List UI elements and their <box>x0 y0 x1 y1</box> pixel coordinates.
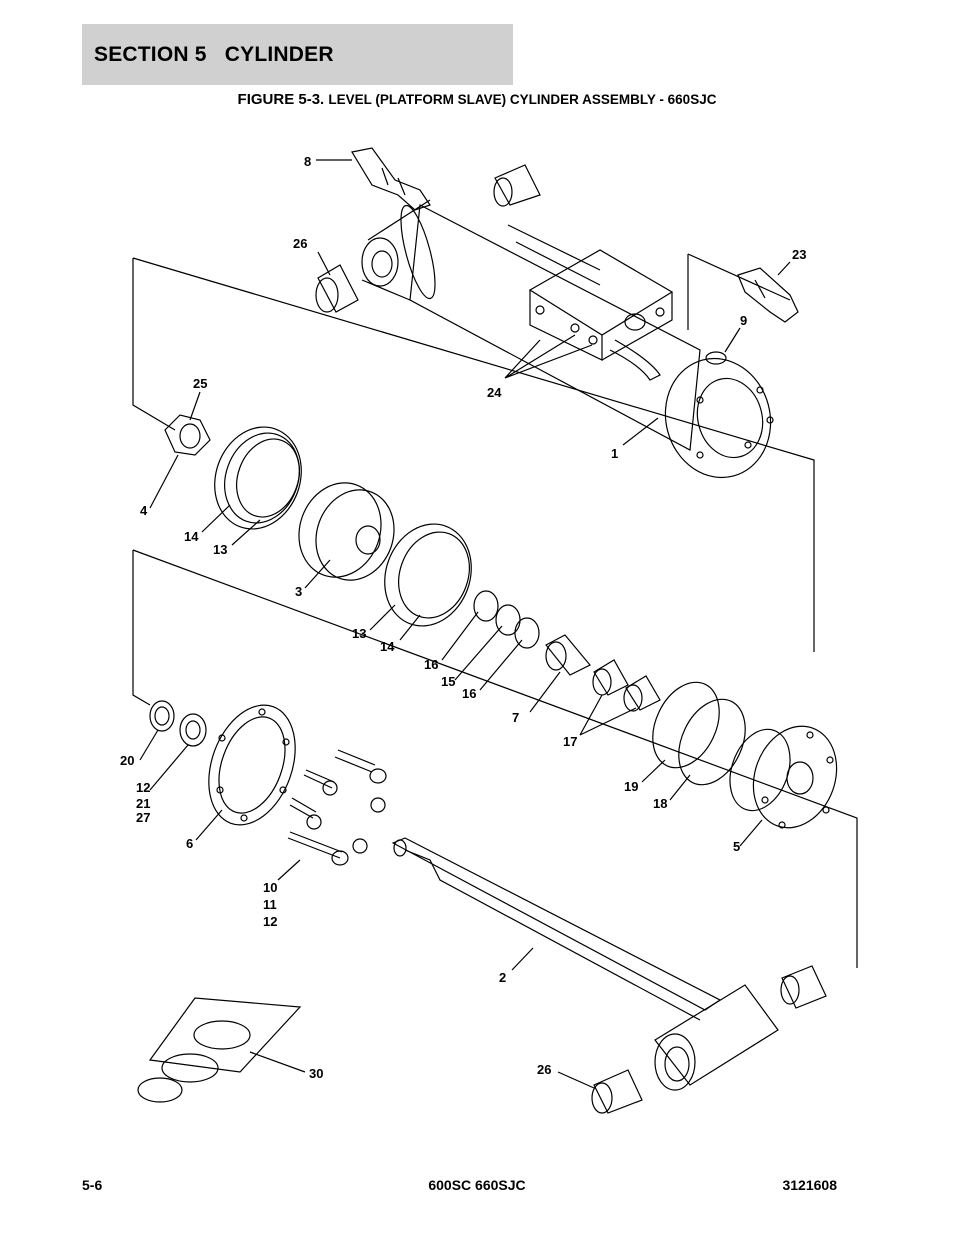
callout-5: 5 <box>733 839 740 854</box>
assembly-outline-lower <box>132 549 858 968</box>
footer-doc-number: 3121608 <box>782 1177 837 1193</box>
callout-19: 19 <box>624 779 638 794</box>
callout-4: 4 <box>140 503 148 518</box>
callout-12-a: 12 <box>136 780 150 795</box>
callout-20: 20 <box>120 753 134 768</box>
figure-caption: LEVEL (PLATFORM SLAVE) CYLINDER ASSEMBLY… <box>328 92 717 107</box>
callout-10: 10 <box>263 880 277 895</box>
piston-seal-lower <box>384 523 472 627</box>
wear-rings <box>473 590 540 649</box>
fitting-23 <box>737 267 799 323</box>
figure-title: FIGURE 5-3. LEVEL (PLATFORM SLAVE) CYLIN… <box>0 91 954 108</box>
callout-30: 30 <box>309 1066 323 1081</box>
callout-16-a: 16 <box>424 657 438 672</box>
leader-lines <box>139 159 791 1089</box>
lock-nut <box>164 414 211 456</box>
piston <box>298 482 395 581</box>
valve-block <box>528 249 674 381</box>
callout-12-b: 12 <box>263 914 277 929</box>
bushing-26-lower <box>591 965 827 1114</box>
callout-1: 1 <box>611 446 618 461</box>
spacers-17 <box>592 659 661 712</box>
callout-18: 18 <box>653 796 667 811</box>
callout-3: 3 <box>295 584 302 599</box>
cylinder-barrel <box>361 199 774 479</box>
callout-17: 17 <box>563 734 577 749</box>
callout-8: 8 <box>304 154 311 169</box>
callout-27: 27 <box>136 810 150 825</box>
bushing-26-upper <box>315 164 541 313</box>
bolts <box>287 749 387 866</box>
callout-9: 9 <box>740 313 747 328</box>
callout-11: 11 <box>263 897 277 912</box>
callout-16-b: 16 <box>462 686 476 701</box>
section-title: SECTION 5 CYLINDER <box>94 42 334 66</box>
figure-number: FIGURE 5-3. <box>237 91 325 108</box>
callout-26-lower: 26 <box>537 1062 551 1077</box>
section-header: SECTION 5 CYLINDER <box>82 24 513 85</box>
fitting-8 <box>351 147 431 211</box>
callout-13-upper: 13 <box>213 542 227 557</box>
footer-page-number: 5-6 <box>82 1177 103 1193</box>
callout-15: 15 <box>441 674 455 689</box>
cylinder-head <box>729 725 838 829</box>
callout-13-lower: 13 <box>352 626 366 641</box>
o-rings <box>652 681 746 786</box>
callout-2: 2 <box>499 970 506 985</box>
callout-23: 23 <box>792 247 806 262</box>
seal-kit <box>137 997 302 1103</box>
piston-rod <box>391 837 779 1091</box>
callout-24: 24 <box>487 385 502 400</box>
callout-6: 6 <box>186 836 193 851</box>
piston-seal-upper <box>214 426 302 530</box>
callout-14-lower: 14 <box>380 639 395 654</box>
callout-25: 25 <box>193 376 207 391</box>
callout-labels: 8 26 23 9 25 24 1 4 14 13 3 13 14 16 15 … <box>120 154 806 1081</box>
gasket-plate <box>208 704 296 826</box>
callout-7: 7 <box>512 710 519 725</box>
footer-model: 600SC 660SJC <box>428 1177 526 1193</box>
callout-14-upper: 14 <box>184 529 199 544</box>
washers <box>149 700 207 747</box>
callout-21: 21 <box>136 796 150 811</box>
callout-26-upper: 26 <box>293 236 307 251</box>
spacer-7 <box>545 634 591 676</box>
